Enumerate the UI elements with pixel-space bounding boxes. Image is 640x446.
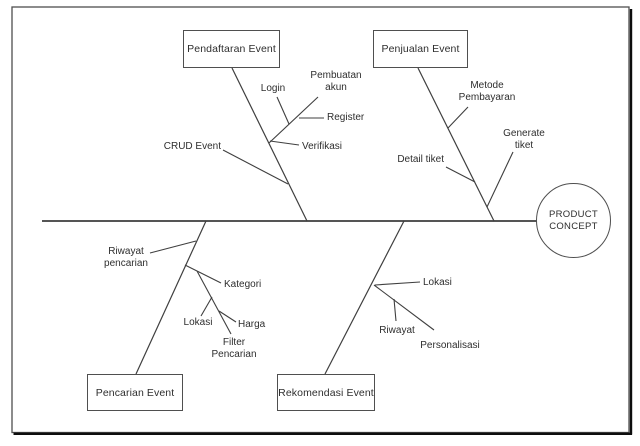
connector-login <box>276 96 290 125</box>
connector-riwayat-rekomendasi <box>393 298 397 322</box>
cause-label-harga: Harga <box>238 319 266 330</box>
subbranch-pendaftaran <box>268 96 319 144</box>
cause-label-pembuatan-akun: Pembuatan akun <box>310 70 362 93</box>
branch-rekomendasi <box>324 220 405 375</box>
diagram-frame <box>11 6 630 434</box>
cause-label-generate-tiket: Generate tiket <box>503 128 545 151</box>
connector-kategori <box>196 270 222 284</box>
category-box-penjualan-event: Penjualan Event <box>373 30 468 68</box>
connector-lokasi-pencarian <box>200 296 213 317</box>
category-label: Rekomendasi Event <box>278 386 374 399</box>
cause-label-verifikasi: Verifikasi <box>302 141 343 152</box>
branch-penjualan <box>417 67 495 222</box>
category-box-pendaftaran-event: Pendaftaran Event <box>183 30 280 68</box>
connector-riwayat-pencarian <box>149 240 197 254</box>
cause-label-metode-pembayaran: Metode Pembayaran <box>458 80 516 103</box>
connector-generate-tiket <box>486 151 514 208</box>
connector-lokasi-rekomendasi <box>374 281 421 286</box>
branch-pencarian <box>135 220 207 375</box>
head-node-product-concept: PRODUCT CONCEPT <box>536 183 611 258</box>
category-box-pencarian-event: Pencarian Event <box>87 374 183 411</box>
cause-label-lokasi-rekomendasi: Lokasi <box>423 277 452 288</box>
category-label: Pencarian Event <box>95 386 175 399</box>
cause-label-filter-pencarian: Filter Pencarian <box>211 337 257 360</box>
subbranch-rekomendasi <box>373 284 435 331</box>
cause-label-crud-event: CRUD Event <box>163 141 221 152</box>
branch-pendaftaran <box>231 67 308 222</box>
cause-label-riwayat-pencarian: Riwayat pencarian <box>104 246 148 269</box>
cause-label-personalisasi: Personalisasi <box>420 340 480 351</box>
cause-label-detail-tiket: Detail tiket <box>397 154 444 165</box>
connector-crud-event <box>222 149 289 185</box>
connector-detail-tiket <box>445 166 476 183</box>
connector-harga <box>218 310 237 323</box>
stem-pencarian <box>184 264 198 272</box>
connector-verifikasi <box>269 140 300 146</box>
cause-label-lokasi-pencarian: Lokasi <box>183 317 213 328</box>
category-label: Pendaftaran Event <box>187 43 276 55</box>
cause-label-riwayat-rekomendasi: Riwayat <box>379 325 415 336</box>
category-label: Penjualan Event <box>381 43 460 55</box>
cause-label-login: Login <box>260 83 286 94</box>
subbranch-pencarian <box>196 270 232 335</box>
cause-label-kategori: Kategori <box>224 279 262 290</box>
connector-metode-pembayaran <box>447 106 469 129</box>
cause-label-register: Register <box>327 112 365 123</box>
category-box-rekomendasi-event: Rekomendasi Event <box>277 374 375 411</box>
